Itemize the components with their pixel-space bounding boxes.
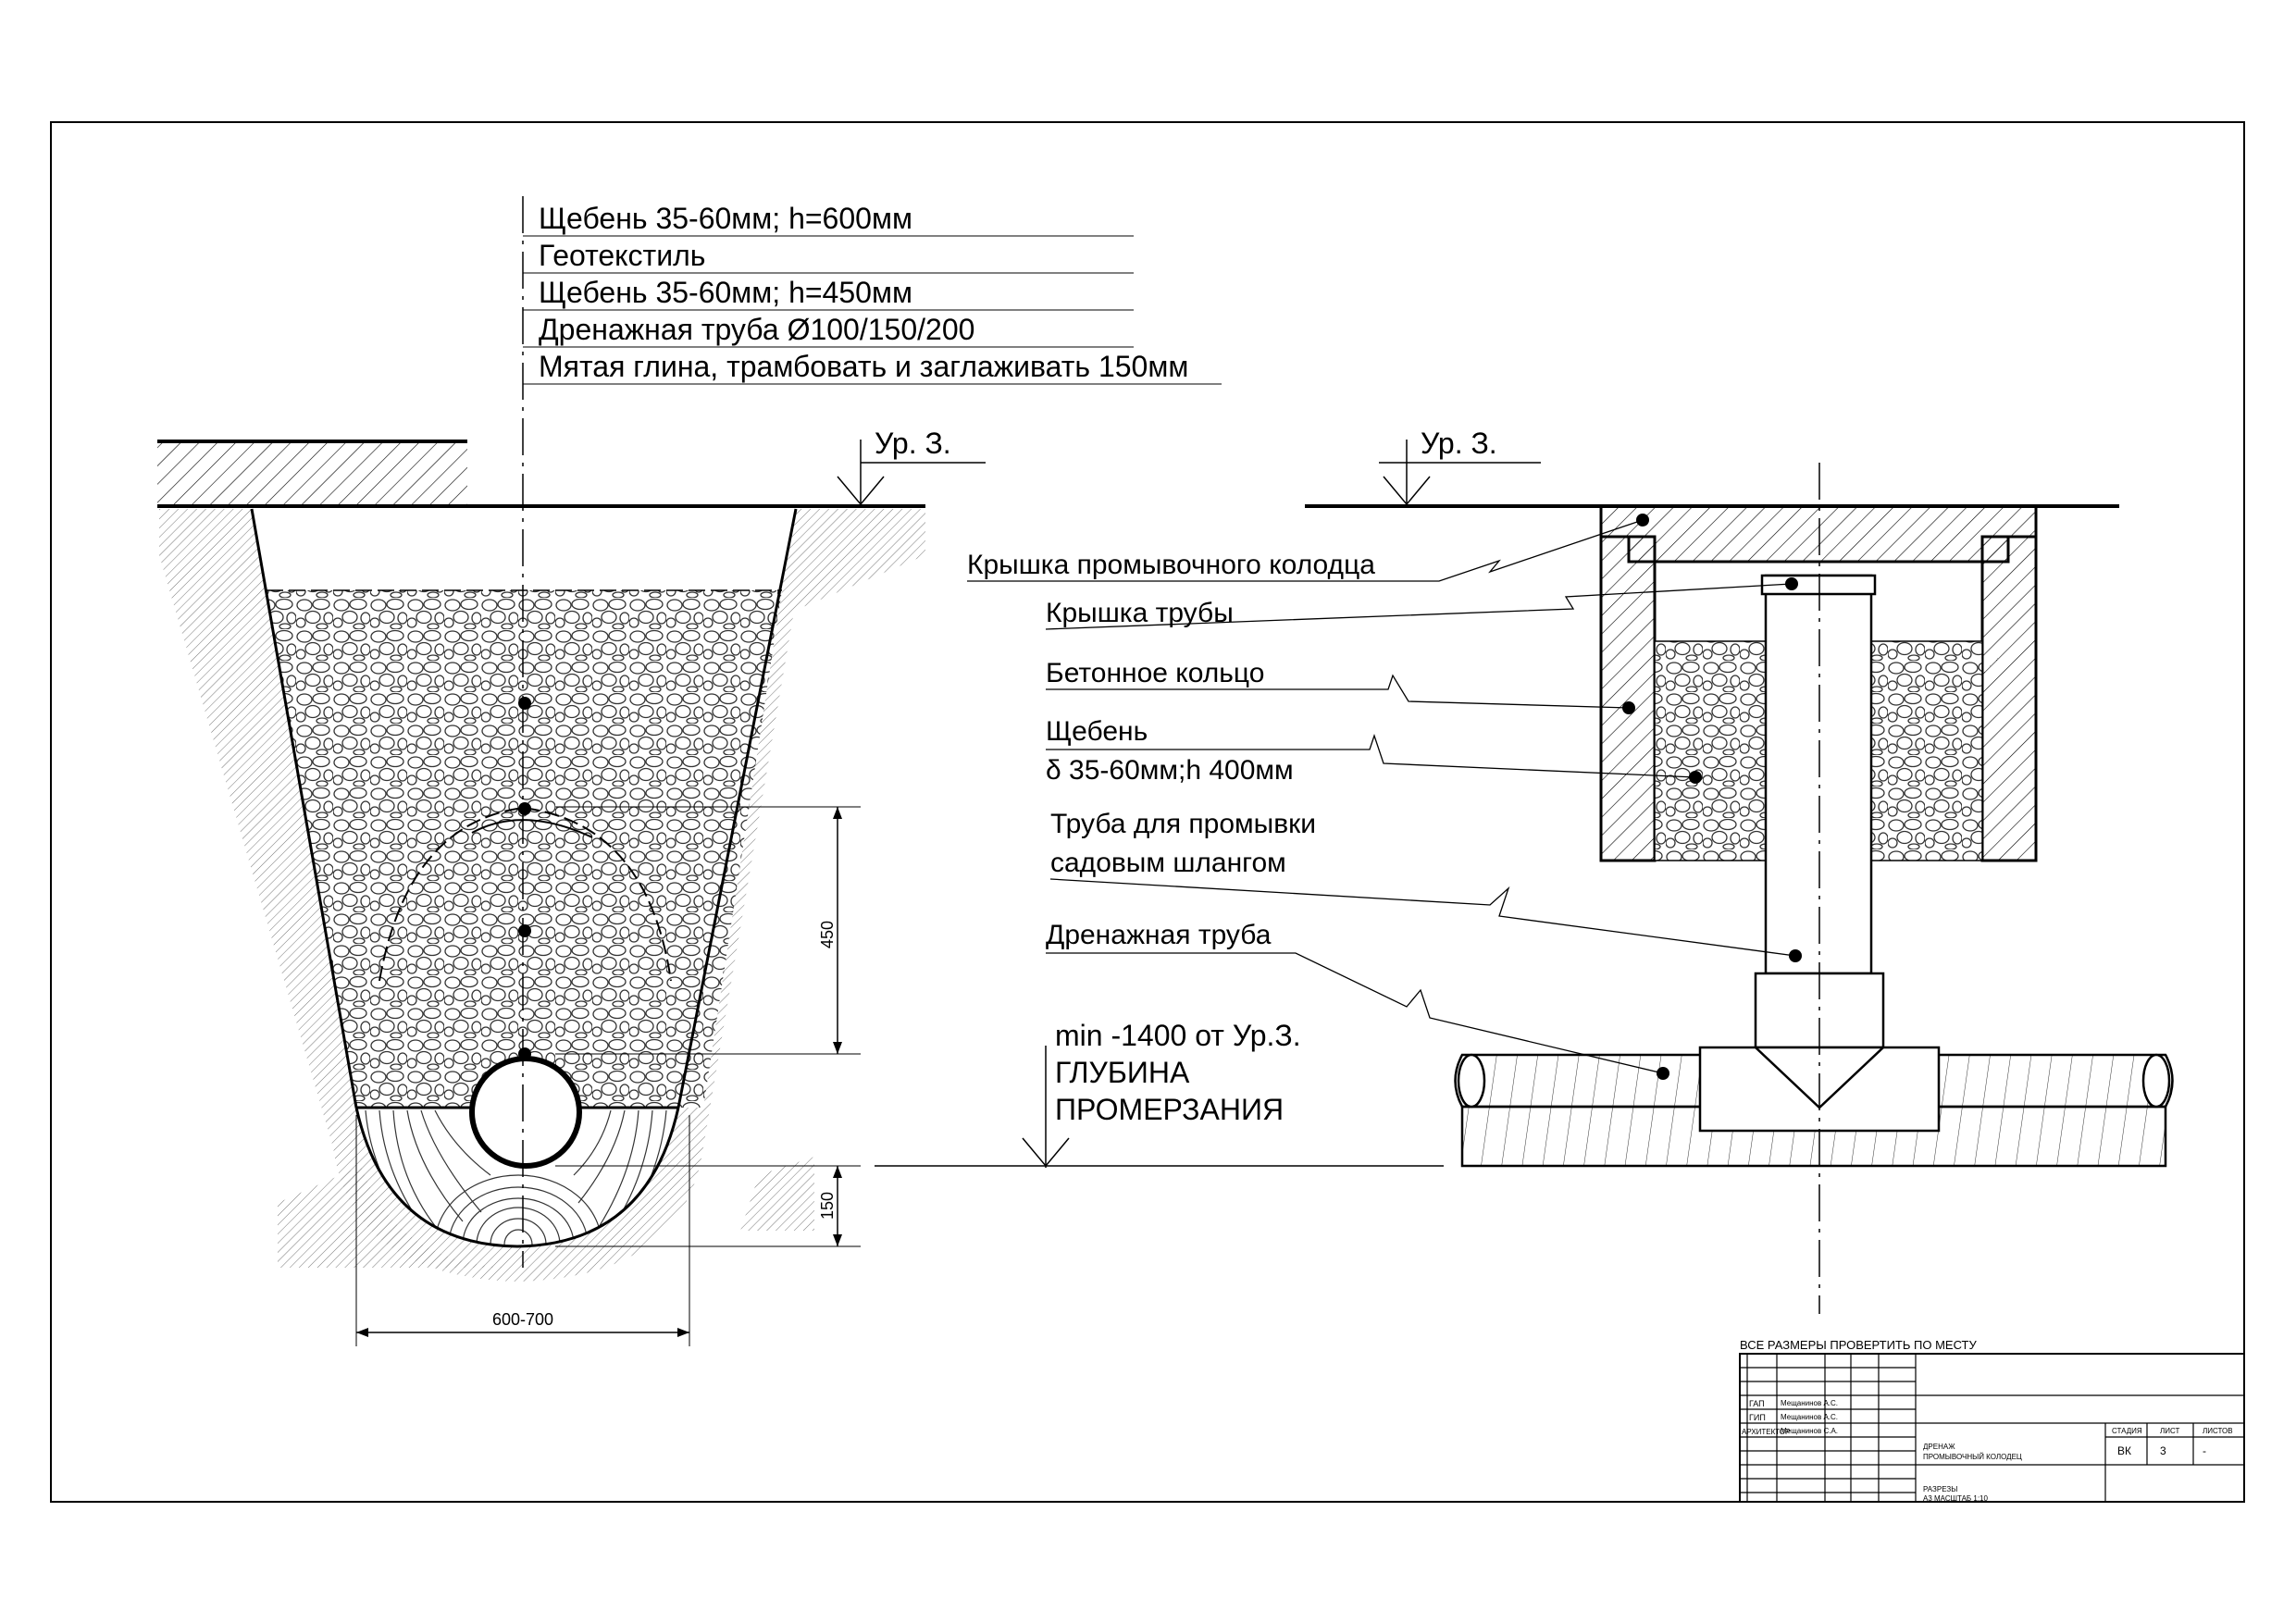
layer-0: Щебень 35-60мм; h=600мм bbox=[539, 202, 912, 235]
title-line-1: ДРЕНАЖ bbox=[1923, 1443, 1955, 1451]
label-drain: Дренажная труба bbox=[1046, 920, 1272, 950]
dim-width: 600-700 bbox=[492, 1310, 553, 1329]
dim-150: 150 bbox=[818, 1192, 837, 1220]
role-0: ГАП bbox=[1749, 1399, 1765, 1408]
name-0: Мещанинов А.С. bbox=[1781, 1399, 1838, 1407]
layer-1: Геотекстиль bbox=[539, 239, 705, 272]
title-note: ВСЕ РАЗМЕРЫ ПРОВЕРТИТЬ ПО МЕСТУ bbox=[1740, 1338, 1977, 1352]
concrete-ring-left bbox=[1599, 535, 1657, 862]
role-2: АРХИТЕКТОР bbox=[1742, 1428, 1790, 1436]
label-lid-well: Крышка промывочного колодца bbox=[967, 550, 1375, 580]
dim-450: 450 bbox=[818, 921, 837, 948]
stage-value: ВК bbox=[2117, 1444, 2131, 1457]
well-section: Ур. З. bbox=[967, 427, 2174, 1314]
label-flush-2: садовым шлангом bbox=[1050, 848, 1286, 878]
ground-level-label-right: Ур. З. bbox=[1421, 427, 1497, 460]
label-gravel-2: δ 35-60мм;h 400мм bbox=[1046, 755, 1294, 786]
name-1: Мещанинов А.С. bbox=[1781, 1413, 1838, 1421]
sheets-value: - bbox=[2203, 1444, 2206, 1457]
frost-label-2: ГЛУБИНА bbox=[1055, 1056, 1190, 1089]
label-ring: Бетонное кольцо bbox=[1046, 658, 1264, 688]
col-sheets: ЛИСТОВ bbox=[2203, 1427, 2233, 1435]
soil-hatch bbox=[159, 509, 925, 1282]
col-sheet: ЛИСТ bbox=[2160, 1427, 2180, 1435]
subtitle-line-2: А3 МАСШТАБ 1:10 bbox=[1923, 1494, 1988, 1503]
role-1: ГИП bbox=[1749, 1413, 1766, 1422]
label-gravel-1: Щебень bbox=[1046, 716, 1148, 747]
layer-4: Мятая глина, трамбовать и заглаживать 15… bbox=[539, 350, 1188, 383]
layer-3: Дренажная труба Ø100/150/200 bbox=[539, 313, 974, 346]
geotextile-arc bbox=[379, 806, 672, 982]
name-2: Мещанинов С.А. bbox=[1781, 1427, 1838, 1435]
drain-pipe bbox=[469, 1056, 582, 1169]
frost-label-3: ПРОМЕРЗАНИЯ bbox=[1055, 1093, 1284, 1126]
frost-label-1: min -1400 от Ур.З. bbox=[1055, 1019, 1301, 1052]
concrete-ring-right bbox=[1980, 535, 2038, 862]
label-lid-pipe: Крышка трубы bbox=[1046, 598, 1234, 628]
ground-hatch-top bbox=[157, 441, 467, 506]
sheet-value: 3 bbox=[2160, 1444, 2166, 1457]
layer-2: Щебень 35-60мм; h=450мм bbox=[539, 276, 912, 309]
drawing-frame bbox=[50, 121, 2245, 1503]
label-flush-1: Труба для промывки bbox=[1050, 809, 1316, 839]
col-stage: СТАДИЯ bbox=[2112, 1427, 2142, 1435]
trench-section: Ур. З. 450 150 600-700 min -1400 от Ур.З… bbox=[157, 196, 1444, 1346]
flush-pipe bbox=[1764, 574, 1873, 975]
title-line-2: ПРОМЫВОЧНЫЙ КОЛОДЕЦ bbox=[1923, 1453, 2022, 1461]
ground-level-label-left: Ур. З. bbox=[875, 427, 951, 460]
title-block: ВСЕ РАЗМЕРЫ ПРОВЕРТИТЬ ПО МЕСТУ ГАП Г bbox=[1739, 1338, 2245, 1503]
well-lid bbox=[1599, 504, 2038, 564]
subtitle-line-1: РАЗРЕЗЫ bbox=[1923, 1485, 1957, 1493]
gravel-fill bbox=[267, 590, 782, 1108]
